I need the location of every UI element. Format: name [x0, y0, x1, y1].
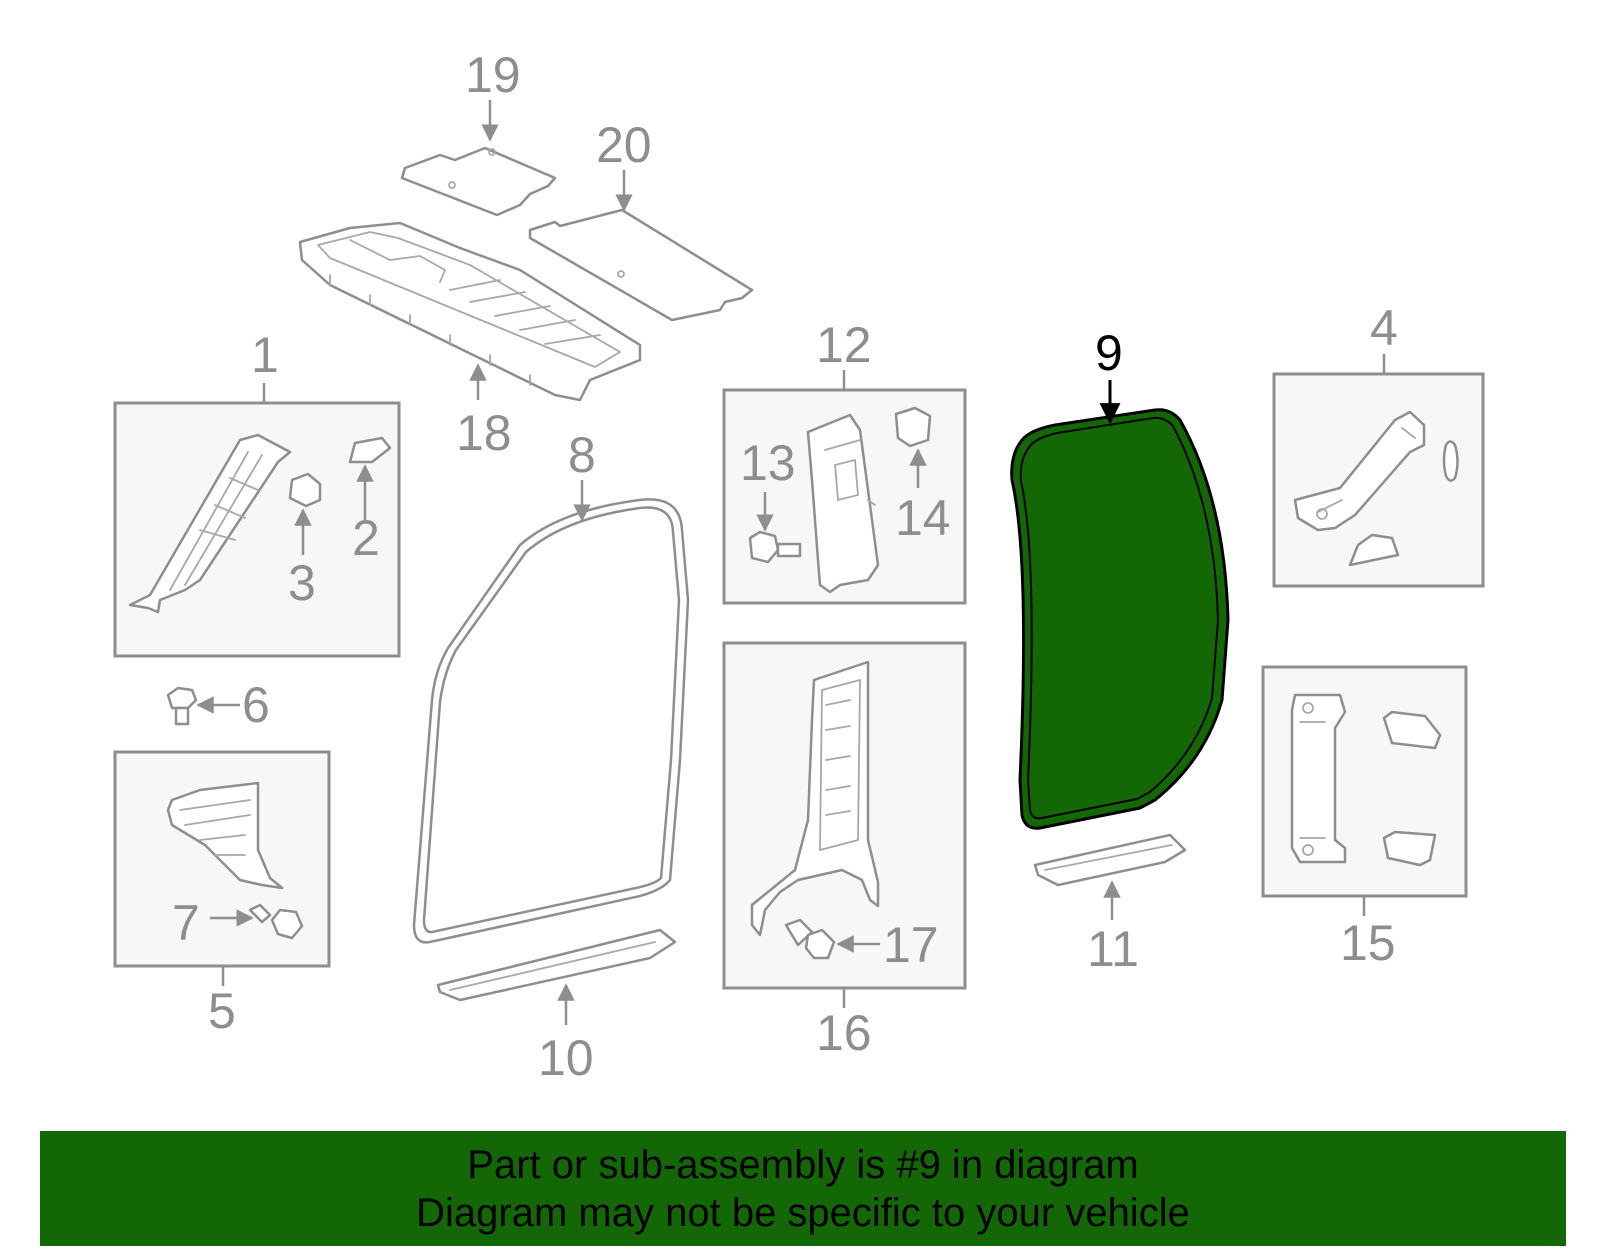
part-8-weatherstrip[interactable] — [412, 498, 690, 944]
part-20-cover[interactable] — [528, 208, 754, 322]
part-6-bolt[interactable] — [166, 686, 198, 726]
callout-10: 10 — [538, 1030, 594, 1086]
part-16-b-pillar-lower[interactable] — [750, 660, 880, 937]
footer-banner: Part or sub-assembly is #9 in diagram Di… — [40, 1131, 1566, 1246]
part-9-door-weatherstrip[interactable] — [1010, 408, 1230, 830]
part-11-scuff-plate[interactable] — [1033, 833, 1187, 887]
part-14-clip[interactable] — [894, 406, 932, 448]
part-2-clip[interactable] — [348, 436, 392, 464]
callout-5: 5 — [208, 983, 236, 1039]
callout-3: 3 — [288, 555, 316, 611]
part-15-assist-grip[interactable] — [1290, 693, 1347, 864]
part-15-cover-b[interactable] — [1382, 830, 1437, 867]
callout-17: 17 — [883, 917, 939, 973]
callout-4: 4 — [1370, 300, 1398, 356]
part-10-scuff-plate[interactable] — [436, 928, 677, 1002]
part-15-cover-a[interactable] — [1382, 710, 1442, 750]
callout-7: 7 — [172, 895, 200, 951]
part-4-cover-b[interactable] — [1348, 533, 1400, 567]
part-13-clip[interactable] — [748, 530, 802, 564]
part-5-kick-panel[interactable] — [166, 781, 284, 890]
callout-12: 12 — [816, 317, 872, 373]
callout-20: 20 — [596, 117, 652, 173]
part-3-nut[interactable] — [288, 472, 322, 508]
callout-1: 1 — [251, 327, 279, 383]
callout-8: 8 — [568, 427, 596, 483]
part-7-bolt[interactable] — [248, 903, 304, 940]
part-4-cover-a[interactable] — [1442, 440, 1459, 482]
callout-9: 9 — [1095, 325, 1123, 381]
callout-13: 13 — [740, 435, 796, 491]
callout-16: 16 — [816, 1005, 872, 1061]
part-18-storage-tray[interactable] — [298, 221, 642, 402]
part-17-bolt[interactable] — [784, 918, 836, 960]
callout-14: 14 — [895, 490, 951, 546]
part-19-mat[interactable] — [400, 146, 557, 217]
callout-18: 18 — [456, 405, 512, 461]
callout-11: 11 — [1087, 921, 1139, 977]
callout-15: 15 — [1340, 915, 1396, 971]
footer-line-1: Part or sub-assembly is #9 in diagram — [467, 1143, 1139, 1187]
part-9-body — [1010, 408, 1230, 830]
callout-19: 19 — [465, 47, 521, 103]
part-4-assist-grip[interactable] — [1293, 410, 1426, 532]
callout-6: 6 — [242, 677, 270, 733]
callout-2: 2 — [352, 510, 380, 566]
part-1-a-pillar-trim[interactable] — [128, 433, 292, 614]
footer-line-2: Diagram may not be specific to your vehi… — [416, 1191, 1190, 1235]
part-12-b-pillar-upper[interactable] — [806, 413, 880, 594]
